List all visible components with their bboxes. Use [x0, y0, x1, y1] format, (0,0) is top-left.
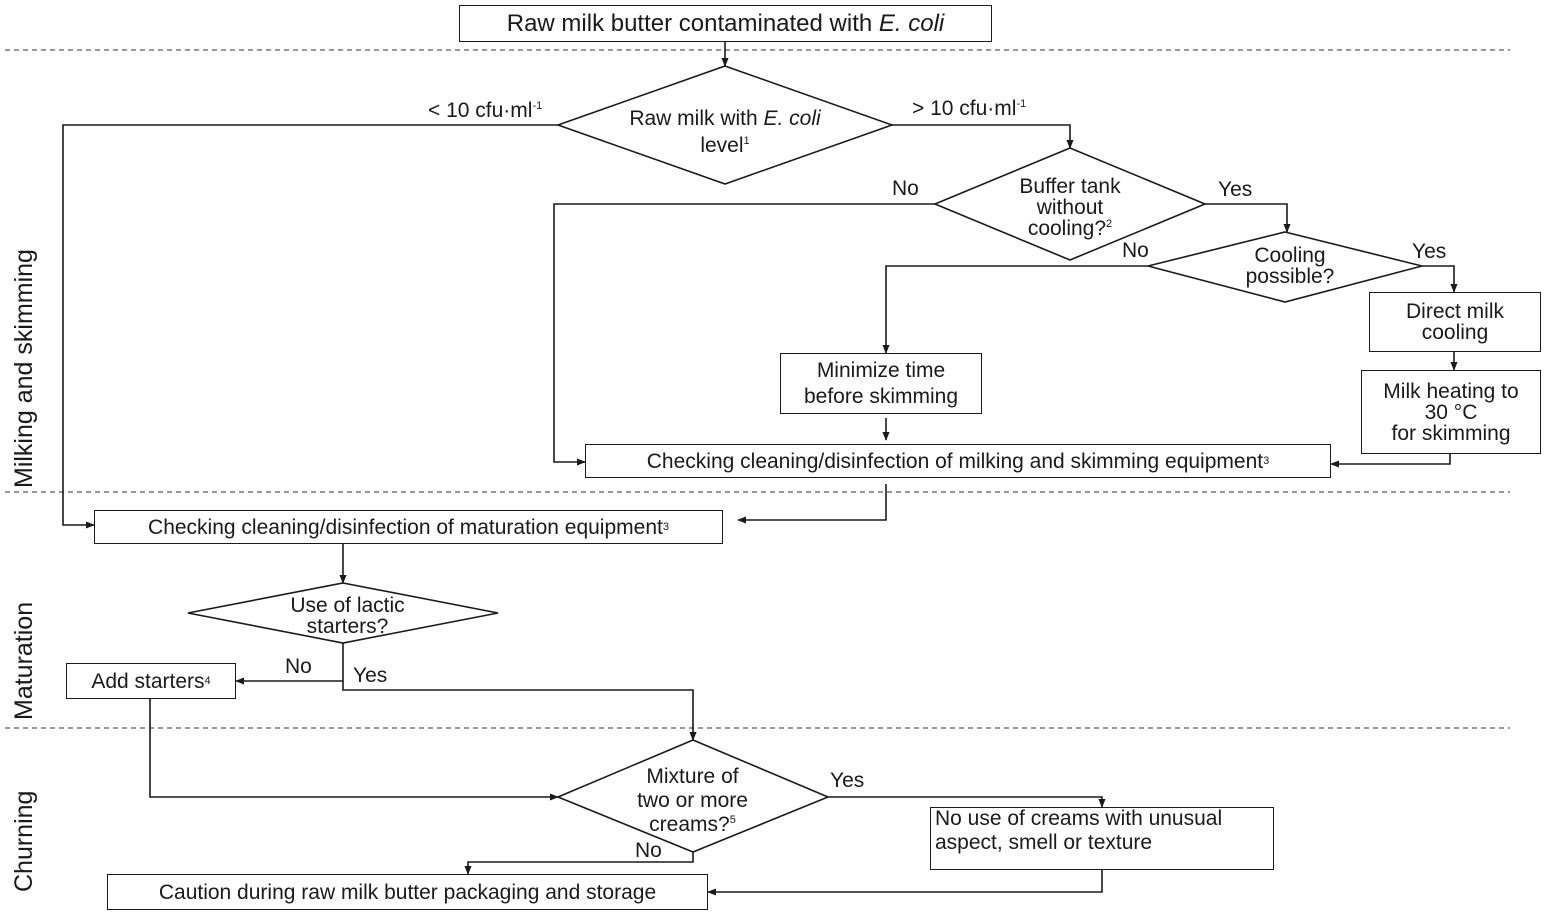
low-level-exponent: -1	[532, 100, 543, 112]
diamond-buffer-tank	[932, 147, 1208, 261]
edge-label-high-level: > 10 cfu·ml-1	[912, 98, 1026, 119]
box-direct-milk-cooling: Direct milk cooling	[1369, 292, 1541, 352]
milk-heating-line2: 30 °C	[1424, 400, 1478, 424]
edge-label-low-level: < 10 cfu·ml-1	[428, 100, 542, 121]
diamond-cooling-possible	[1147, 231, 1423, 303]
stage-label-milking: Milking and skimming	[10, 249, 38, 488]
check-milking-text: Checking cleaning/disinfection of milkin…	[646, 449, 1264, 473]
arrow-cooling-no-to-minimize	[882, 265, 1148, 354]
decision-buffer-line3: cooling?	[1027, 216, 1107, 240]
box-check-milking-equipment: Checking cleaning/disinfection of milkin…	[585, 444, 1331, 478]
stage-label-churning: Churning	[10, 790, 38, 892]
connector-lines	[62, 42, 1458, 896]
decision-ecoli-organism: E. coli	[763, 107, 821, 130]
box-no-unusual-creams: No use of creams with unusual aspect, sm…	[930, 807, 1274, 870]
box-check-maturation-equipment: Checking cleaning/disinfection of matura…	[94, 510, 723, 544]
arrow-mixture-yes-to-no-unusual	[828, 796, 1106, 808]
footnote-1: 1	[743, 135, 750, 147]
edge-label-mixture-no: No	[635, 839, 662, 862]
arrow-high-level-to-buffer-tank	[892, 124, 1074, 149]
decision-cooling-line2: possible?	[1245, 265, 1335, 288]
decision-mixture-line3: creams?	[649, 812, 730, 836]
arrow-starters-yes-to-mixture	[342, 681, 697, 741]
caution-text: Caution during raw milk butter packaging…	[158, 880, 657, 904]
decision-buffer-tank: Buffer tank without cooling?2	[990, 175, 1150, 239]
decision-cream-mixture: Mixture of two or more creams?5	[610, 764, 775, 836]
arrow-no-unusual-to-caution	[707, 870, 1103, 896]
edge-label-starters-no: No	[285, 655, 312, 678]
minimize-line2: before skimming	[803, 385, 959, 408]
arrow-buffer-yes-to-cooling	[1205, 203, 1291, 233]
stage-label-maturation: Maturation	[10, 601, 38, 720]
title-organism: E. coli	[878, 10, 945, 37]
milk-heating-line3: for skimming	[1391, 421, 1511, 445]
decision-cooling-line1: Cooling	[1254, 244, 1326, 267]
arrow-buffer-no-to-milking-check	[553, 203, 935, 466]
add-starters-text: Add starters	[91, 669, 205, 693]
footnote-2: 2	[1106, 217, 1113, 230]
minimize-line1: Minimize time	[816, 359, 946, 382]
edge-label-starters-yes: Yes	[353, 664, 388, 687]
edge-label-cooling-no: No	[1122, 239, 1149, 262]
low-level-text: < 10 cfu·ml	[428, 99, 533, 122]
decision-mixture-line1: Mixture of	[646, 764, 739, 788]
edge-label-buffer-yes: Yes	[1218, 178, 1253, 201]
direct-cooling-line1: Direct milk	[1406, 300, 1504, 323]
footnote-5: 5	[729, 813, 736, 826]
box-milk-heating: Milk heating to 30 °C for skimming	[1361, 370, 1541, 454]
edge-label-buffer-no: No	[892, 177, 919, 200]
arrow-add-starters-to-mixture	[149, 699, 559, 801]
box-minimize-time: Minimize time before skimming	[780, 353, 982, 414]
high-level-exponent: -1	[1016, 98, 1027, 110]
arrow-milking-check-to-maturation-check	[737, 484, 887, 524]
arrow-low-level-to-maturation-check	[62, 124, 558, 529]
check-maturation-text: Checking cleaning/disinfection of matura…	[148, 515, 663, 539]
title-box: Raw milk butter contaminated with E. col…	[459, 5, 992, 42]
edge-label-mixture-yes: Yes	[830, 769, 865, 792]
decision-starters-line1: Use of lactic	[290, 594, 405, 617]
decision-ecoli-line1: Raw milk with	[629, 107, 764, 130]
direct-cooling-line2: cooling	[1421, 321, 1489, 344]
decision-ecoli-level: Raw milk with E. coli level1	[600, 104, 850, 160]
box-caution-packaging: Caution during raw milk butter packaging…	[107, 874, 708, 910]
decision-buffer-line1: Buffer tank	[1019, 174, 1121, 198]
decision-cooling-possible: Cooling possible?	[1220, 244, 1360, 288]
decision-buffer-line2: without	[1036, 195, 1104, 219]
edge-label-cooling-yes: Yes	[1412, 240, 1447, 263]
decision-lactic-starters: Use of lactic starters?	[260, 594, 435, 638]
arrow-mixture-no-to-caution	[464, 852, 694, 875]
title-prefix: Raw milk butter contaminated with	[506, 10, 879, 37]
milk-heating-line1: Milk heating to	[1383, 379, 1519, 403]
stage-separators	[5, 49, 1510, 729]
diamond-ecoli-level	[555, 65, 895, 185]
decision-mixture-line2: two or more	[637, 788, 748, 812]
arrow-cooling-yes-to-direct	[1422, 265, 1458, 293]
decision-starters-line2: starters?	[306, 615, 389, 638]
decision-ecoli-line2: level	[700, 134, 744, 157]
no-unusual-line1: No use of creams with unusual	[935, 807, 1223, 830]
high-level-text: > 10 cfu·ml	[912, 97, 1017, 120]
arrow-heating-to-milking-check	[1330, 454, 1451, 468]
no-unusual-line2: aspect, smell or texture	[935, 831, 1153, 854]
